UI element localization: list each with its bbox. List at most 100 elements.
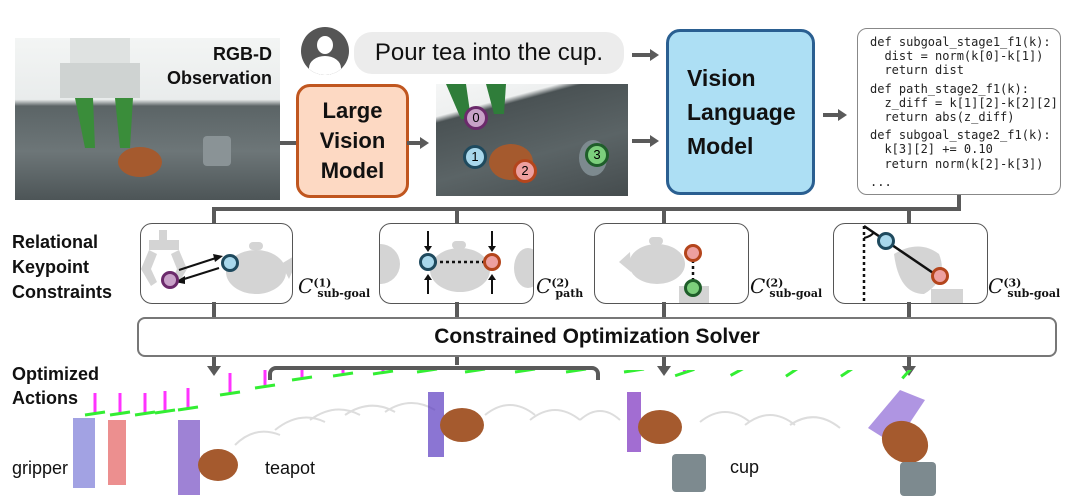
arrow-instruction-to-vlm bbox=[632, 53, 652, 57]
gripper-base bbox=[416, 370, 438, 374]
gripper-base bbox=[109, 410, 131, 417]
keypoint-2: 2 bbox=[513, 159, 537, 183]
actions-section-label: Optimized Actions bbox=[12, 362, 99, 410]
arrow-solver-down bbox=[662, 357, 666, 367]
connector-bus bbox=[212, 207, 961, 211]
gripper-pose-marker bbox=[894, 370, 917, 380]
constraint-symbol: C bbox=[988, 274, 1004, 298]
constraint-type: sub-goal bbox=[769, 287, 823, 301]
cup-pointcloud bbox=[900, 462, 936, 496]
solver-label: Constrained Optimization Solver bbox=[434, 325, 760, 348]
constraints-section-label: Relational Keypoint Constraints bbox=[12, 230, 112, 305]
constraint-1-illustration bbox=[141, 230, 292, 294]
lvm-line3: Model bbox=[320, 158, 385, 183]
teapot-pointcloud bbox=[440, 408, 484, 442]
observation-label-line1: RGB-D bbox=[213, 44, 272, 64]
keypoint-1-marker bbox=[221, 254, 239, 272]
cup-silhouette-icon bbox=[931, 289, 963, 303]
keypoint-2-marker bbox=[483, 253, 501, 271]
constraint-stage: (3) bbox=[1003, 276, 1022, 290]
gripper-base bbox=[84, 410, 106, 417]
gripper-base bbox=[840, 370, 859, 378]
constraint-code-box: def subgoal_stage1_f1(k): dist = norm(k[… bbox=[857, 28, 1061, 195]
keypoint-0: 0 bbox=[464, 106, 488, 130]
lvm-line1: Large bbox=[322, 98, 383, 123]
vlm-line3: Model bbox=[687, 133, 754, 159]
cup-shape bbox=[203, 136, 231, 166]
arrowhead bbox=[657, 366, 671, 376]
gripper-pose-marker bbox=[109, 393, 131, 417]
gripper-pose-marker bbox=[674, 370, 695, 378]
teapot-silhouette-icon bbox=[380, 241, 533, 292]
cup-pointcloud bbox=[672, 454, 706, 492]
connector-drop bbox=[212, 207, 216, 223]
gripper-pose-marker bbox=[623, 370, 645, 374]
gripper-pose-marker bbox=[154, 391, 176, 415]
code-line: def path_stage2_f1(k): bbox=[870, 81, 1029, 96]
gripper-pose-marker bbox=[514, 370, 536, 374]
gripper-pointcloud-move bbox=[627, 392, 641, 452]
keypoint-1-marker bbox=[877, 232, 895, 250]
gripper-base bbox=[901, 370, 917, 380]
vlm-line2: Language bbox=[687, 99, 796, 125]
constraint-type: sub-goal bbox=[1007, 287, 1061, 301]
arrow-keypoints-to-vlm bbox=[632, 139, 652, 143]
instruction-text: Pour tea into the cup. bbox=[374, 39, 604, 66]
gripper-pose-marker bbox=[332, 370, 354, 378]
gripper-base bbox=[332, 371, 354, 378]
gripper-label: gripper bbox=[12, 458, 69, 478]
teapot-silhouette-icon bbox=[226, 242, 292, 294]
gripper-base bbox=[565, 370, 587, 374]
arrowhead bbox=[650, 135, 659, 147]
gripper-base bbox=[154, 408, 176, 415]
gripper-base bbox=[372, 370, 394, 376]
code-line: k[3][2] += 0.10 bbox=[870, 142, 993, 157]
gripper-base bbox=[291, 375, 313, 382]
code-ellipsis: ... bbox=[870, 174, 892, 189]
code-line: return norm(k[2]-k[3]) bbox=[870, 156, 1044, 171]
gripper-pose-marker bbox=[84, 393, 106, 417]
gripper-pose-marker bbox=[416, 370, 438, 374]
user-avatar-icon bbox=[301, 27, 349, 75]
code-line: def subgoal_stage2_f1(k): bbox=[870, 128, 1051, 143]
gripper-pointcloud-lift bbox=[428, 392, 444, 457]
code-line: def subgoal_stage1_f1(k): bbox=[870, 35, 1051, 49]
trajectory-poses bbox=[84, 370, 917, 417]
gripper-pointcloud-left bbox=[73, 418, 95, 488]
keypoint-0-marker bbox=[161, 271, 179, 289]
connector-code-down bbox=[957, 195, 961, 209]
connector-drop bbox=[907, 207, 911, 223]
code-line: dist = norm(k[0]-k[1]) bbox=[870, 49, 1044, 64]
constraints-label-line2: Keypoint bbox=[12, 257, 90, 277]
gripper-base bbox=[219, 390, 241, 397]
constraint-card-2 bbox=[379, 223, 534, 304]
constraint-4-illustration bbox=[862, 224, 963, 303]
observation-scene bbox=[60, 38, 231, 177]
constraint-2-illustration bbox=[380, 231, 533, 294]
teapot-silhouette-icon bbox=[894, 246, 942, 294]
constraint-label-3: C(2)sub-goal bbox=[750, 274, 822, 300]
connector-to-solver bbox=[662, 302, 666, 318]
constraint-symbol: C bbox=[298, 274, 314, 298]
code-line: return abs(z_diff) bbox=[870, 110, 1015, 125]
cup-label: cup bbox=[730, 457, 760, 477]
gripper-base bbox=[785, 370, 804, 378]
constraint-card-3 bbox=[594, 223, 749, 304]
arrow-lvm-to-keypoints bbox=[407, 141, 421, 145]
teapot-pointcloud bbox=[881, 420, 929, 464]
gripper-pose-marker bbox=[464, 370, 486, 374]
vlm-line1: Vision bbox=[687, 65, 756, 91]
keypoint-2-marker bbox=[931, 267, 949, 285]
actions-label-line2: Actions bbox=[12, 388, 79, 408]
gripper-base bbox=[623, 370, 645, 374]
arrow-solver-down bbox=[907, 357, 911, 367]
gripper-pointcloud-pour bbox=[868, 390, 925, 445]
gripper-pose-marker bbox=[839, 370, 859, 378]
connector-drop bbox=[455, 207, 459, 223]
large-vision-model-box: Large Vision Model bbox=[296, 84, 409, 198]
teapot-silhouette-icon bbox=[619, 237, 685, 284]
gripper-pose-marker bbox=[565, 370, 587, 374]
constraints-label-line3: Constraints bbox=[12, 282, 113, 302]
path-bracket bbox=[268, 366, 600, 380]
constraint-type: sub-goal bbox=[317, 287, 371, 301]
